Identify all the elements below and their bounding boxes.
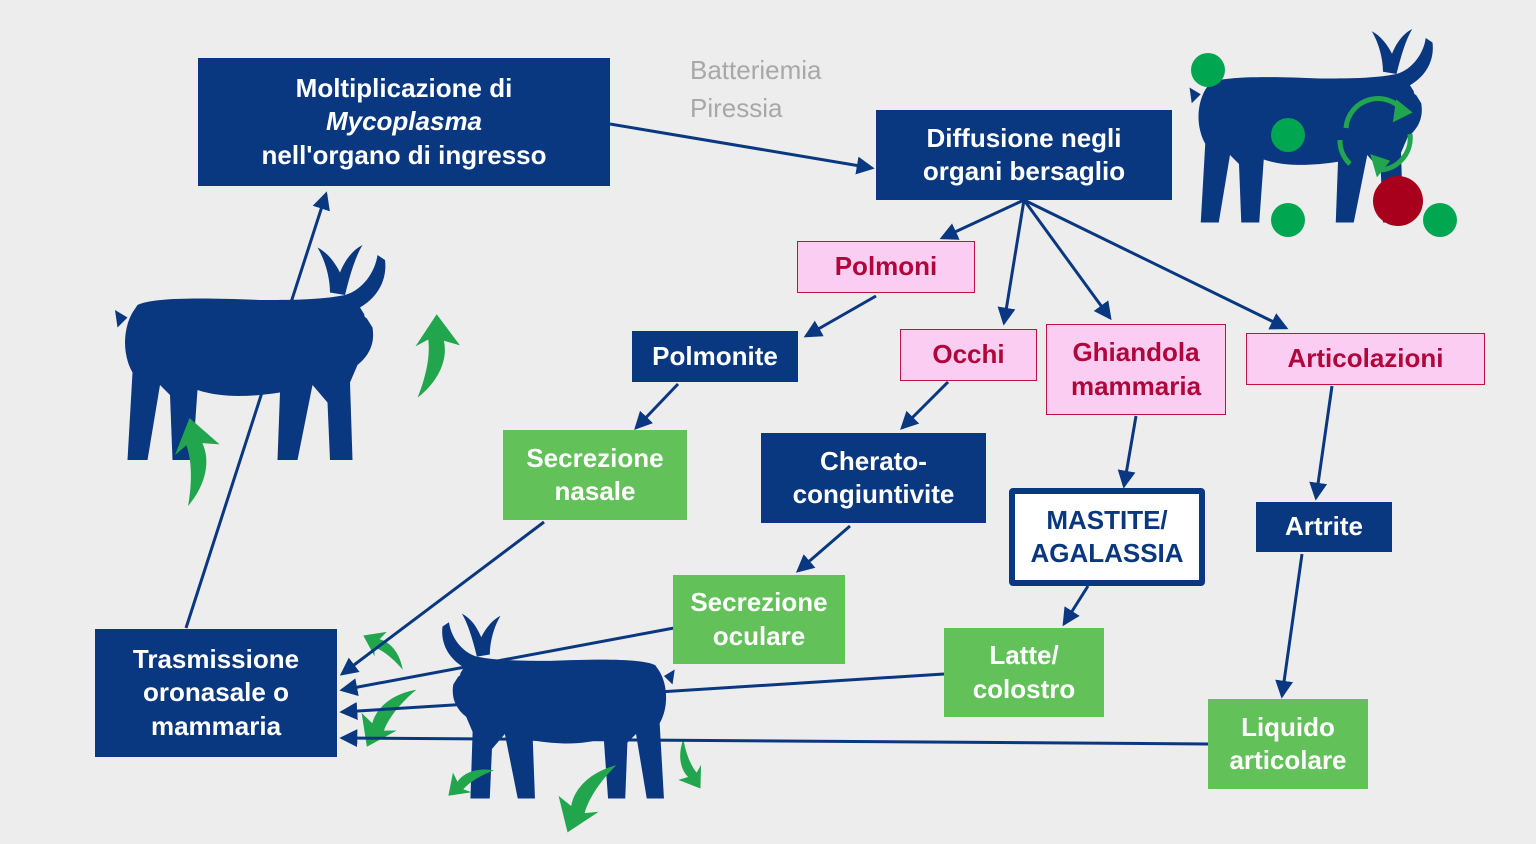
- trasmissione-line1: Trasmissione: [132, 644, 300, 675]
- occhi-label: Occhi: [932, 339, 1005, 370]
- box-cherato: Cherato- congiuntivite: [761, 433, 986, 523]
- secrezione-nasale-line1: Secrezione: [526, 442, 664, 473]
- latte-line2: colostro: [972, 673, 1076, 704]
- box-artrite: Artrite: [1256, 502, 1392, 552]
- box-polmonite: Polmonite: [632, 331, 798, 382]
- polmoni-label: Polmoni: [834, 251, 938, 282]
- box-articolazioni: Articolazioni: [1246, 333, 1485, 385]
- liquido-line2: articolare: [1229, 745, 1347, 775]
- diffusione-line1: Diffusione negli: [926, 122, 1122, 153]
- artrite-label: Artrite: [1284, 511, 1363, 542]
- mastite-line1: MASTITE/: [1046, 504, 1168, 535]
- box-polmoni: Polmoni: [797, 241, 975, 293]
- latte-line1: Latte/: [989, 640, 1059, 671]
- infection-site-dot-icon: [1191, 53, 1457, 237]
- cherato-line1: Cherato-: [820, 445, 927, 476]
- diffusione-line2: organi bersaglio: [922, 156, 1126, 186]
- box-liquido: Liquido articolare: [1208, 699, 1368, 789]
- batteriemia-line2: Piressia: [690, 92, 783, 123]
- secrezione-nasale-line2: nasale: [554, 476, 636, 506]
- secrezione-oculare-line1: Secrezione: [690, 587, 828, 618]
- box-latte: Latte/ colostro: [944, 628, 1104, 717]
- box-ghiandola: Ghiandola mammaria: [1046, 324, 1226, 415]
- mastite-line2: AGALASSIA: [1030, 538, 1184, 568]
- box-mastite: MASTITE/ AGALASSIA: [1009, 488, 1205, 586]
- ghiandola-line1: Ghiandola: [1072, 337, 1200, 368]
- note-batteriemia: Batteriemia Piressia: [690, 52, 822, 127]
- trasmissione-line3: mammaria: [150, 710, 282, 741]
- connector-arrows: [184, 122, 1334, 748]
- polmonite-label: Polmonite: [652, 340, 778, 371]
- batteriemia-line1: Batteriemia: [690, 55, 822, 85]
- moltiplicazione-line2: Mycoplasma: [325, 106, 483, 137]
- green-curved-arrow-icon: [406, 311, 467, 398]
- box-secrezione-oculare: Secrezione oculare: [673, 575, 845, 664]
- moltiplicazione-line3: nell'organo di ingresso: [261, 139, 547, 170]
- box-occhi: Occhi: [900, 329, 1037, 381]
- ghiandola-line2: mammaria: [1070, 370, 1202, 401]
- moltiplicazione-line1: Moltiplicazione di: [295, 73, 513, 104]
- box-secrezione-nasale: Secrezione nasale: [503, 430, 687, 520]
- green-cycle-arrows-icon: [1337, 96, 1413, 178]
- box-moltiplicazione: Moltiplicazione di Mycoplasma nell'organ…: [198, 58, 610, 186]
- trasmissione-line2: oronasale o: [143, 677, 289, 708]
- box-trasmissione: Trasmissione oronasale o mammaria: [95, 629, 337, 757]
- secrezione-oculare-line2: oculare: [712, 620, 806, 651]
- box-diffusione: Diffusione negli organi bersaglio: [876, 110, 1172, 200]
- cherato-line2: congiuntivite: [792, 479, 955, 509]
- liquido-line1: Liquido: [1241, 711, 1335, 742]
- articolazioni-label: Articolazioni: [1287, 343, 1444, 374]
